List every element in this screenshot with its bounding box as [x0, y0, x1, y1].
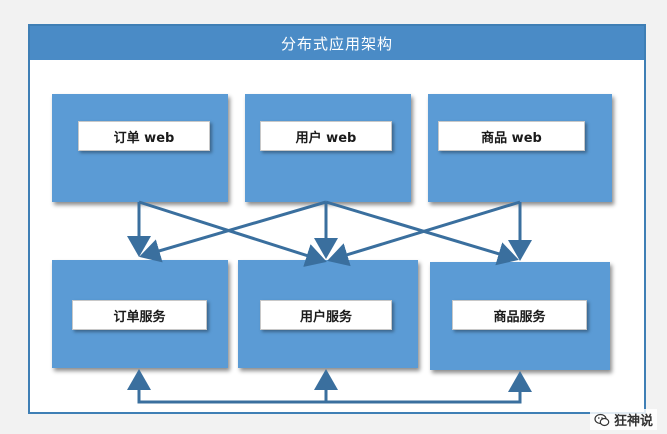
wechat-icon: [594, 413, 610, 426]
product-web-node: 商品 web: [428, 94, 612, 202]
user-web-label: 用户 web: [260, 121, 392, 151]
product-service-label: 商品服务: [452, 300, 587, 330]
order-service-label: 订单服务: [72, 300, 207, 330]
user-service-label: 用户服务: [260, 300, 392, 330]
watermark-text: 狂神说: [613, 414, 653, 429]
order-web-label: 订单 web: [78, 121, 210, 151]
order-service-node: 订单服务: [52, 260, 228, 368]
diagram-title: 分布式应用架构: [30, 26, 644, 60]
user-service-node: 用户服务: [238, 260, 418, 368]
product-web-label: 商品 web: [438, 121, 585, 151]
watermark: 狂神说: [589, 409, 657, 430]
product-service-node: 商品服务: [430, 262, 610, 370]
user-web-node: 用户 web: [245, 94, 411, 202]
order-web-node: 订单 web: [52, 94, 228, 202]
